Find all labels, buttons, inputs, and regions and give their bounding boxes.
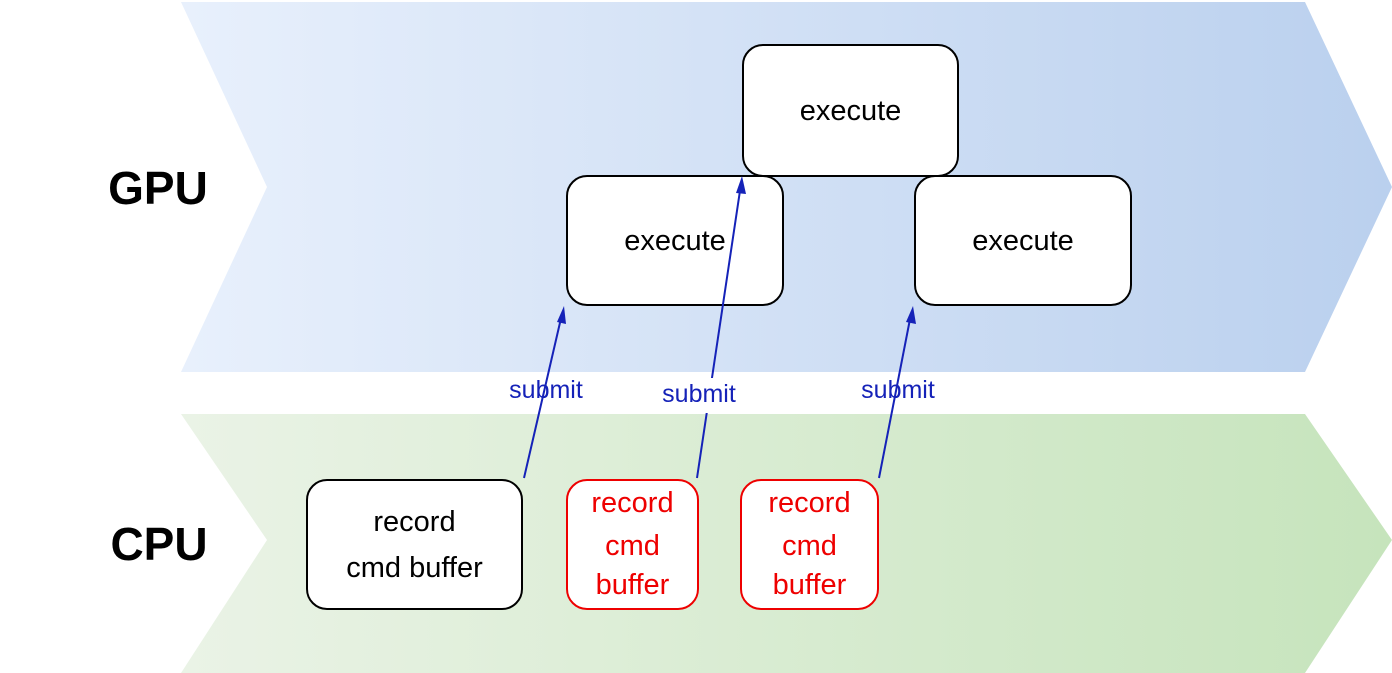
submit-arrow-3: submit — [861, 306, 935, 479]
cpu-task-record-cmd-buffer-2: record cmd buffer — [566, 479, 699, 610]
cpu-task-label-line: buffer — [773, 569, 847, 601]
submit-label: submit — [861, 376, 935, 404]
cpu-task-label-line: cmd buffer — [346, 552, 483, 584]
cpu-lane-label: CPU — [110, 518, 207, 570]
cpu-task-record-cmd-buffer-3: record cmd buffer — [740, 479, 879, 610]
submit-label: submit — [509, 376, 583, 404]
gpu-lane-label: GPU — [108, 162, 208, 214]
cpu-task-label-line: cmd — [605, 530, 660, 562]
gpu-task-execute-top: execute — [742, 44, 959, 177]
gpu-task-label: execute — [800, 95, 902, 127]
submit-arrow-1: submit — [509, 306, 583, 479]
gpu-task-execute-right: execute — [914, 175, 1132, 306]
cpu-task-label-line: buffer — [596, 569, 670, 601]
submit-label: submit — [662, 380, 736, 408]
submit-label-backdrop — [653, 378, 745, 413]
gpu-task-execute-left: execute — [566, 175, 784, 306]
gpu-task-label: execute — [972, 225, 1074, 257]
gpu-task-label: execute — [624, 225, 726, 257]
cpu-task-label-line: record — [373, 506, 455, 538]
cpu-task-record-cmd-buffer-1: record cmd buffer — [306, 479, 523, 610]
cpu-task-label-line: cmd — [782, 530, 837, 562]
cpu-task-label-line: record — [768, 487, 850, 519]
cpu-task-label-line: record — [591, 487, 673, 519]
submit-arrow-2: submit — [653, 176, 746, 479]
